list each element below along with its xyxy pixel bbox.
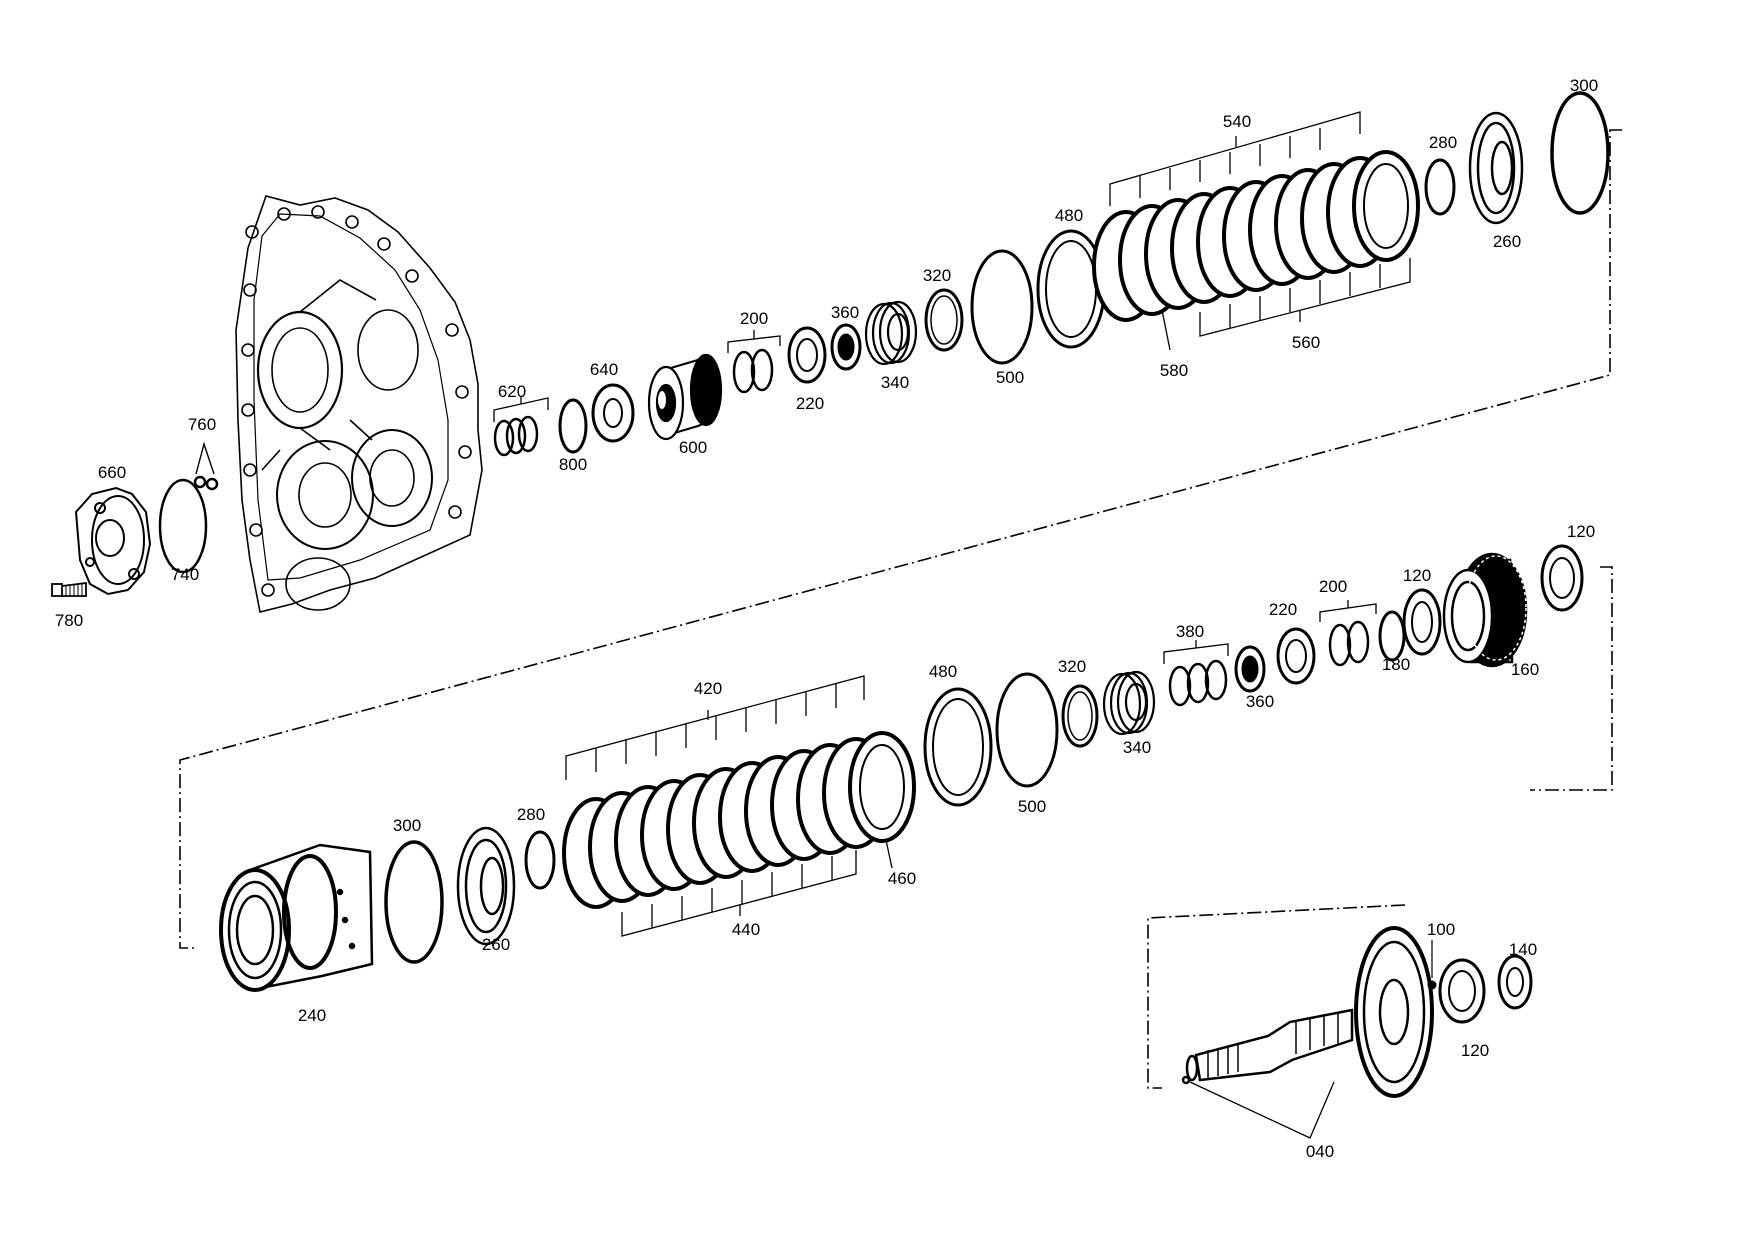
callout-360-upper: 360 [831, 303, 859, 322]
bracket-440 [621, 850, 857, 937]
callout-320-lower: 320 [1058, 657, 1086, 676]
part-120-bearing-lower-left [1402, 588, 1442, 656]
part-620-o-rings [493, 415, 539, 457]
part-340-spring-pack-upper [864, 300, 918, 366]
part-500-snap-ring-upper [970, 249, 1034, 365]
assembly-axis-lines [179, 129, 1622, 1089]
callout-240: 240 [298, 1006, 326, 1025]
callout-740: 740 [171, 565, 199, 584]
callout-140: 140 [1509, 940, 1537, 959]
part-200-rings-upper [732, 348, 774, 394]
callout-260-lower: 260 [482, 935, 510, 954]
part-500-snap-ring-lower [995, 672, 1059, 788]
callout-320-upper: 320 [923, 266, 951, 285]
callout-380: 380 [1176, 622, 1204, 641]
part-120-bearing-shaft [1438, 958, 1486, 1024]
callout-420: 420 [694, 679, 722, 698]
callout-360-lower: 360 [1246, 692, 1274, 711]
part-780-bolt [51, 581, 87, 597]
part-600-hub [647, 353, 723, 441]
callout-280-lower: 280 [517, 805, 545, 824]
part-380-rings [1168, 659, 1228, 707]
part-420-440-460-clutch-pack-lower [562, 731, 916, 909]
callout-200-upper: 200 [740, 309, 768, 328]
callout-120-shaft: 120 [1461, 1041, 1489, 1060]
callout-340-upper: 340 [881, 373, 909, 392]
part-180-ring [1378, 610, 1406, 662]
callout-480-lower: 480 [929, 662, 957, 681]
bracket-380 [1163, 640, 1229, 664]
leader-580 [1161, 309, 1171, 351]
callout-580: 580 [1160, 361, 1188, 380]
callout-300-lower: 300 [393, 816, 421, 835]
part-300-seal-upper [1550, 91, 1610, 215]
part-200-rings-lower [1328, 620, 1370, 667]
part-580-540-560-clutch-pack-upper [1092, 150, 1420, 322]
callout-120-right: 120 [1567, 522, 1595, 541]
callout-560: 560 [1292, 333, 1320, 352]
part-260-piston-lower [456, 826, 516, 946]
callout-500-upper: 500 [996, 368, 1024, 387]
callout-300-upper: 300 [1570, 76, 1598, 95]
callout-280-upper: 280 [1429, 133, 1457, 152]
part-320-ring-upper [924, 288, 964, 352]
part-280-ring-lower [524, 830, 556, 890]
callout-600: 600 [679, 438, 707, 457]
bracket-420 [565, 675, 865, 780]
callout-760: 760 [188, 415, 216, 434]
callout-500-lower: 500 [1018, 797, 1046, 816]
callout-100: 100 [1427, 920, 1455, 939]
callout-040: 040 [1306, 1142, 1334, 1161]
part-160-gear [1442, 552, 1528, 668]
part-120-bearing-lower-right [1540, 544, 1584, 612]
bracket-200-lower [1319, 600, 1377, 622]
callout-460: 460 [888, 869, 916, 888]
callout-220-lower: 220 [1269, 600, 1297, 619]
transmission-housing-cover [235, 195, 483, 613]
callout-800: 800 [559, 455, 587, 474]
part-360-bearing-lower [1234, 645, 1266, 693]
callout-260-upper: 260 [1493, 232, 1521, 251]
part-040-shaft-gear [1181, 926, 1434, 1098]
part-220-washer-upper [787, 326, 827, 384]
callout-labels: 300 540 280 260 480 580 560 500 320 360 … [55, 76, 1598, 1161]
bracket-560 [1199, 258, 1411, 337]
part-660-cover [74, 486, 152, 596]
part-280-ring-upper [1424, 158, 1456, 216]
part-240-drum [219, 843, 374, 992]
leader-460 [885, 839, 893, 869]
callout-780: 780 [55, 611, 83, 630]
part-300-seal-lower [384, 840, 444, 964]
bracket-540 [1109, 111, 1361, 206]
part-320-ring-lower [1061, 684, 1099, 748]
callout-180: 180 [1382, 655, 1410, 674]
callout-120-left: 120 [1403, 566, 1431, 585]
callout-640: 640 [590, 360, 618, 379]
part-360-bearing-upper [830, 323, 862, 371]
part-800-snap-ring [558, 398, 588, 454]
part-640-bearing [591, 383, 635, 443]
leader-040 [1189, 1081, 1335, 1139]
part-740-o-ring [158, 478, 208, 574]
part-260-piston-upper [1468, 111, 1524, 225]
callout-200-lower: 200 [1319, 577, 1347, 596]
part-760-plugs [193, 441, 219, 491]
part-100-ball [1427, 940, 1437, 990]
callout-440: 440 [732, 920, 760, 939]
callout-340-lower: 340 [1123, 738, 1151, 757]
callout-220-upper: 220 [796, 394, 824, 413]
part-340-spring-pack-lower [1102, 670, 1156, 736]
callout-480-upper: 480 [1055, 206, 1083, 225]
bracket-620 [493, 396, 549, 422]
callout-540: 540 [1223, 112, 1251, 131]
bracket-200-upper [727, 330, 781, 353]
part-480-disc-lower [923, 687, 993, 807]
part-140-nut [1497, 954, 1533, 1010]
callout-620: 620 [498, 382, 526, 401]
callout-160: 160 [1511, 660, 1539, 679]
callout-660: 660 [98, 463, 126, 482]
part-220-washer-lower [1276, 627, 1316, 685]
